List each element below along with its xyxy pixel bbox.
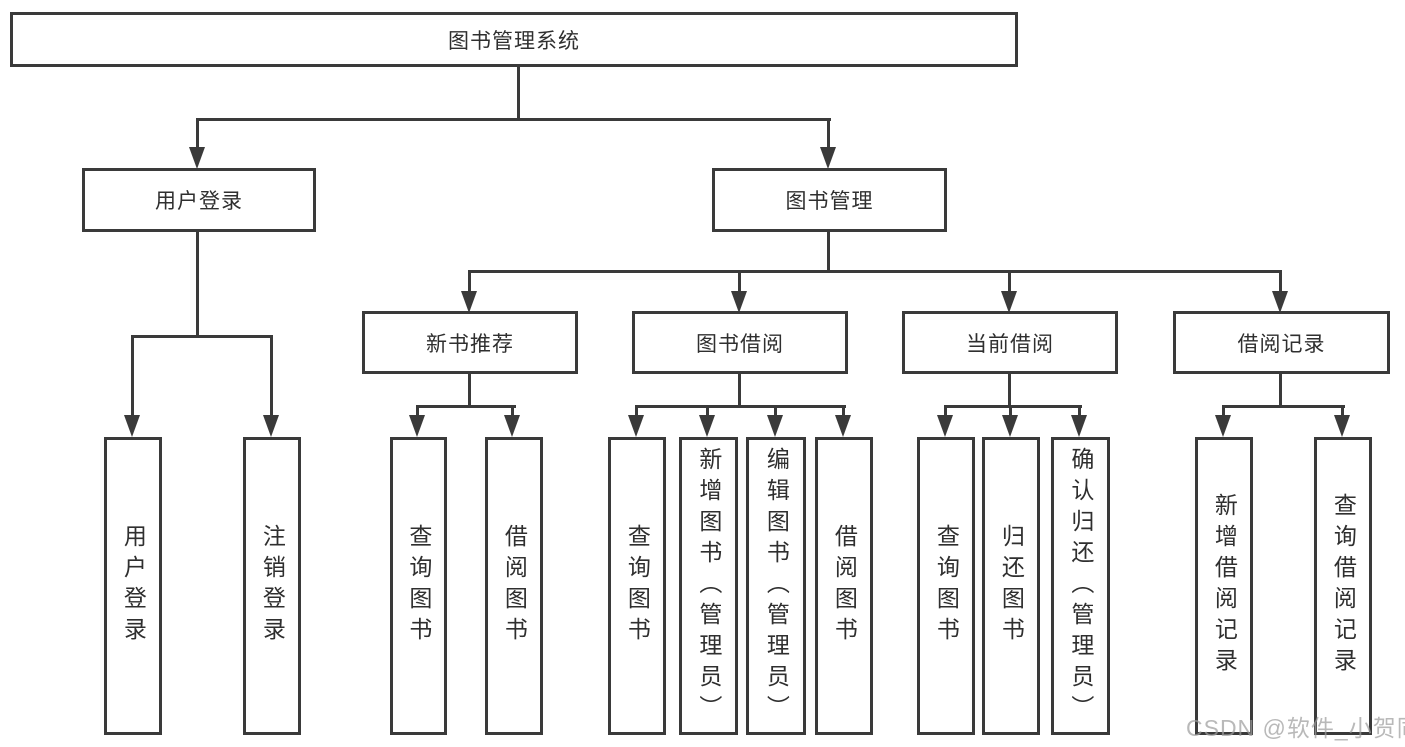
node-label: 确认归还（管理员） (1067, 446, 1094, 726)
arrowhead-down (628, 415, 644, 437)
arrowhead-down (504, 415, 520, 437)
arrowhead-down (820, 147, 836, 169)
connector-segment (1008, 372, 1011, 408)
arrowhead-down (835, 415, 851, 437)
arrowhead-down (1001, 291, 1017, 313)
connector-segment (635, 405, 638, 420)
node-label: 借阅记录 (1237, 332, 1326, 356)
arrowhead-down (937, 415, 953, 437)
connector-segment (944, 405, 947, 420)
node-leaf-add-book-admin: 新增图书（管理员） (679, 437, 738, 735)
connector-segment (842, 405, 845, 420)
node-label: 查询图书 (405, 524, 432, 648)
arrowhead-down (1272, 291, 1288, 313)
node-label: 借阅图书 (831, 524, 858, 648)
connector-segment (738, 372, 741, 408)
connector-segment (196, 230, 199, 337)
connector-segment (270, 335, 273, 420)
node-book-borrow: 图书借阅 (632, 311, 848, 374)
node-leaf-user-login: 用户登录 (104, 437, 162, 735)
connector-segment (196, 118, 831, 121)
arrowhead-down (461, 291, 477, 313)
connector-segment (706, 405, 709, 420)
node-book-management: 图书管理 (712, 168, 947, 232)
connector-segment (944, 405, 1082, 408)
node-label: 用户登录 (120, 524, 147, 648)
node-label: 查询借阅记录 (1330, 493, 1357, 679)
connector-segment (738, 270, 741, 295)
connector-segment (827, 230, 830, 273)
connector-segment (468, 270, 1282, 273)
connector-segment (827, 118, 830, 150)
connector-segment (416, 405, 419, 420)
node-user-login: 用户登录 (82, 168, 316, 232)
connector-segment (131, 335, 273, 338)
node-label: 图书管理 (785, 190, 874, 213)
node-leaf-return-books: 归还图书 (982, 437, 1040, 735)
connector-segment (635, 405, 846, 408)
connector-segment (468, 372, 471, 408)
node-borrow-records: 借阅记录 (1173, 311, 1390, 374)
node-label: 图书借阅 (696, 332, 784, 356)
node-leaf-query-books-recommend: 查询图书 (390, 437, 447, 735)
arrowhead-down (189, 147, 205, 169)
connector-segment (517, 65, 520, 120)
node-new-book-recommend: 新书推荐 (362, 311, 578, 374)
arrowhead-down (699, 415, 715, 437)
node-label: 新增借阅记录 (1211, 493, 1238, 679)
connector-segment (774, 405, 777, 420)
connector-segment (416, 405, 516, 408)
connector-segment (131, 335, 134, 420)
node-label: 注销登录 (259, 524, 286, 648)
node-label: 图书管理系统 (448, 29, 580, 53)
node-label: 新增图书（管理员） (695, 446, 722, 726)
connector-segment (196, 118, 199, 150)
node-current-borrow: 当前借阅 (902, 311, 1118, 374)
arrowhead-down (1002, 415, 1018, 437)
node-label: 借阅图书 (501, 524, 528, 648)
connector-segment (1009, 405, 1012, 420)
node-leaf-add-borrow-record: 新增借阅记录 (1195, 437, 1253, 735)
arrowhead-down (1071, 415, 1087, 437)
node-leaf-borrow-books: 借阅图书 (815, 437, 873, 735)
node-label: 用户登录 (155, 190, 243, 213)
connector-segment (1222, 405, 1225, 420)
node-leaf-confirm-return-admin: 确认归还（管理员） (1051, 437, 1110, 735)
node-leaf-query-borrow-record: 查询借阅记录 (1314, 437, 1372, 735)
node-leaf-query-books-borrow: 查询图书 (608, 437, 666, 735)
node-leaf-edit-book-admin: 编辑图书（管理员） (746, 437, 806, 735)
node-label: 新书推荐 (426, 332, 514, 356)
node-label: 查询图书 (933, 524, 960, 648)
connector-segment (1341, 405, 1344, 420)
arrowhead-down (124, 415, 140, 437)
node-leaf-query-books-current: 查询图书 (917, 437, 975, 735)
arrowhead-down (1334, 415, 1350, 437)
node-leaf-logout: 注销登录 (243, 437, 301, 735)
node-label: 编辑图书（管理员） (763, 446, 790, 726)
connector-segment (1279, 372, 1282, 408)
connector-segment (1008, 270, 1011, 295)
arrowhead-down (1215, 415, 1231, 437)
node-label: 查询图书 (624, 524, 651, 648)
arrowhead-down (731, 291, 747, 313)
arrowhead-down (767, 415, 783, 437)
connector-segment (1279, 270, 1282, 295)
connector-segment (468, 270, 471, 295)
csdn-watermark: CSDN @软件_小贺同学 (1186, 715, 1405, 741)
node-label: 归还图书 (998, 524, 1025, 648)
arrowhead-down (409, 415, 425, 437)
node-library-system: 图书管理系统 (10, 12, 1018, 67)
connector-segment (1078, 405, 1081, 420)
arrowhead-down (263, 415, 279, 437)
connector-segment (511, 405, 514, 420)
node-leaf-borrow-books-recommend: 借阅图书 (485, 437, 543, 735)
connector-segment (1222, 405, 1345, 408)
node-label: 当前借阅 (966, 332, 1054, 356)
